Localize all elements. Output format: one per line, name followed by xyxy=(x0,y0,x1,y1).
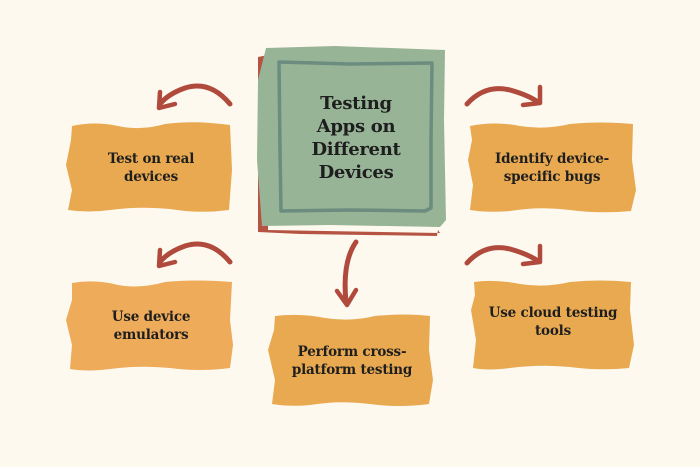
box-device-bugs-shape xyxy=(468,122,636,213)
node-label-line: emulators xyxy=(113,327,189,343)
diagram-title: Testing Apps on Different Devices xyxy=(282,68,430,208)
node-device-bugs: Identify device- specific bugs xyxy=(470,126,634,210)
arrow-to-device-bugs xyxy=(464,84,543,108)
title-line: Apps on xyxy=(316,116,396,137)
center-card xyxy=(257,46,446,227)
title-line: Testing xyxy=(320,93,392,114)
node-cloud-tools: Use cloud testing tools xyxy=(474,280,632,364)
node-label-line: devices xyxy=(123,169,178,185)
node-label-line: Perform cross- xyxy=(297,344,407,360)
node-label-line: Test on real xyxy=(107,151,195,167)
arrow-to-cloud-tools xyxy=(464,243,543,267)
title-line: Devices xyxy=(318,162,394,183)
node-emulators: Use device emulators xyxy=(70,284,232,368)
arrow-to-real-devices xyxy=(156,83,233,111)
node-label-line: Identify device- xyxy=(494,151,610,167)
box-cloud-tools-shape xyxy=(471,280,634,370)
title-line: Different xyxy=(311,139,401,160)
node-label-line: Use device xyxy=(111,309,191,325)
node-label-line: specific bugs xyxy=(503,169,601,185)
node-label-line: tools xyxy=(535,323,571,339)
arrow-to-emulators xyxy=(156,241,233,269)
node-label-line: platform testing xyxy=(291,362,413,378)
arrow-to-cross-platform xyxy=(334,239,359,308)
box-emulators-shape xyxy=(66,280,233,371)
node-cross-platform: Perform cross- platform testing xyxy=(272,318,432,404)
box-cross-platform-shape xyxy=(268,314,433,406)
center-card-inner-border xyxy=(277,60,434,213)
box-real-devices-shape xyxy=(66,122,232,212)
node-label-line: Use cloud testing xyxy=(488,305,618,321)
node-real-devices: Test on real devices xyxy=(70,126,232,210)
